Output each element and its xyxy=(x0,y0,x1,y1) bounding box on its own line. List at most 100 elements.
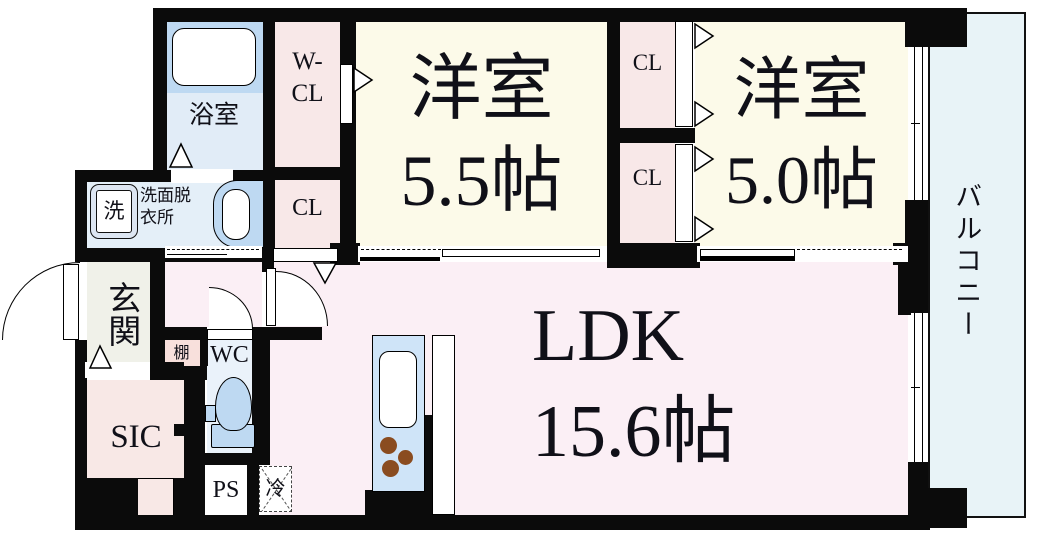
ps-label: PS xyxy=(212,476,240,503)
stove-burner-icon xyxy=(380,437,397,454)
sic-door-swing-icon xyxy=(88,344,113,369)
wall-entrance-top xyxy=(75,248,165,262)
bedroom1-name: 洋室 xyxy=(409,49,554,129)
wc-door-leaf xyxy=(207,329,253,340)
bedroom2-label: 洋室 5.0帖 xyxy=(695,40,908,230)
wcl-line1: W- xyxy=(292,47,323,75)
entrance-door-leaf xyxy=(63,264,79,340)
washroom-line2: 衣所 xyxy=(140,208,174,227)
wall-top-right-tab xyxy=(905,8,967,47)
ldk-label: LDK 15.6帖 xyxy=(532,284,872,484)
closet-a-label: CL xyxy=(292,194,323,221)
wc-label: WC xyxy=(210,341,249,368)
fridge-label: 冷 xyxy=(265,478,286,500)
wcl-door-arrow-icon xyxy=(353,66,374,94)
washroom-line1: 洗面脱 xyxy=(140,185,191,205)
fridge-cross-icon xyxy=(261,468,292,512)
wall-bath-wcl xyxy=(263,22,275,248)
closet-c-label: CL xyxy=(632,165,663,191)
entrance-area xyxy=(87,262,150,362)
ps-box xyxy=(205,465,247,515)
kitchen-sink xyxy=(379,351,417,428)
sic-area xyxy=(86,380,184,478)
closet-door-arrow-icon xyxy=(694,145,715,173)
wall-below-closets xyxy=(607,243,700,268)
stove-burner-icon xyxy=(382,460,399,477)
wall-left-upper xyxy=(153,8,167,175)
wcl-label: W- CL xyxy=(275,42,340,114)
bathtub xyxy=(172,28,256,86)
balcony-label: バルコニー xyxy=(951,182,982,342)
bedroom1-sliding-door xyxy=(358,246,607,262)
ldk-name: LDK xyxy=(532,295,685,377)
closet-b-door-strip xyxy=(675,21,693,127)
wall-wc-bottom xyxy=(200,453,270,465)
bedroom1-label: 洋室 5.5帖 xyxy=(356,40,607,230)
closet-door-arrow-icon xyxy=(694,215,715,243)
bedroom1-size: 5.5帖 xyxy=(400,141,563,221)
washroom-sliding-door xyxy=(165,246,262,258)
wall-closet-div xyxy=(607,128,695,143)
wall-bath-divider-right xyxy=(233,170,265,182)
bedroom2-area xyxy=(695,22,908,248)
wall-sic-bottom-left xyxy=(86,478,138,516)
shelf-label: 棚 xyxy=(173,345,190,363)
wall-shelf-top xyxy=(163,327,207,340)
wall-left-main xyxy=(75,170,87,530)
window-ldk xyxy=(911,313,928,462)
ldk-size: 15.6帖 xyxy=(532,391,736,473)
window-bedroom2 xyxy=(911,47,928,200)
balcony-area xyxy=(928,12,1026,518)
bathroom-door-swing-icon xyxy=(168,142,194,168)
closet-door-arrow-icon xyxy=(694,22,715,50)
wall-bottom xyxy=(75,515,930,530)
wcl-line2: CL xyxy=(291,80,324,107)
wall-ps-right xyxy=(247,465,259,515)
washer-label: 洗 xyxy=(103,198,125,223)
wall-washroom-sill xyxy=(163,256,262,262)
bedroom2-name: 洋室 xyxy=(733,52,870,128)
wall-wcl-bedroom1 xyxy=(340,22,356,248)
wall-shelf-right xyxy=(200,340,208,366)
bathroom-label: 浴室 xyxy=(188,102,239,129)
wall-kitchen-stub-h xyxy=(365,490,432,515)
sic-area-tab xyxy=(138,478,174,516)
kitchen-counter-edge xyxy=(432,335,455,515)
wall-top xyxy=(153,8,928,22)
wall-bath-divider-left xyxy=(165,170,171,182)
walk-in-closet-area xyxy=(275,22,340,167)
wall-wc-right xyxy=(252,327,270,462)
bathroom-door-gap xyxy=(171,169,233,183)
closet-b-label: CL xyxy=(632,50,663,76)
washing-machine xyxy=(90,184,138,239)
closet-a-door-strip xyxy=(273,248,338,262)
bedroom2-size: 5.0帖 xyxy=(724,142,878,218)
wall-wcl-cl-div xyxy=(275,167,340,180)
wall-sic-tab-right xyxy=(174,478,205,516)
wall-entrance-right xyxy=(150,248,165,380)
closet-door-arrow-icon xyxy=(694,100,715,128)
washroom-label: 洗面脱衣所 xyxy=(140,183,220,231)
wcl-door-strip xyxy=(340,64,353,124)
wall-hall-stub xyxy=(262,327,322,340)
closet-c-door-strip xyxy=(675,144,693,242)
bedroom2-sliding-door xyxy=(697,246,908,262)
toilet-bowl xyxy=(215,377,252,431)
wall-kitchen-stub-v xyxy=(422,415,432,493)
fridge-box xyxy=(259,466,292,512)
wall-hall-head xyxy=(262,248,274,272)
shelf-area xyxy=(163,340,200,366)
bedroom1-area xyxy=(356,22,607,248)
wall-sic-notch xyxy=(174,424,205,436)
closet-a-area xyxy=(275,180,340,248)
wall-washroom-top xyxy=(75,170,167,182)
vanity-basin xyxy=(222,189,250,240)
wall-balcony-tab-bottom xyxy=(925,488,967,528)
entrance-label: 玄関 xyxy=(102,281,139,347)
wall-right-low xyxy=(908,462,928,517)
sic-label: SIC xyxy=(110,419,162,456)
closet-c-area xyxy=(620,143,675,243)
stove-burner-icon xyxy=(398,450,413,465)
closet-a-door-arrow-icon xyxy=(312,262,338,285)
